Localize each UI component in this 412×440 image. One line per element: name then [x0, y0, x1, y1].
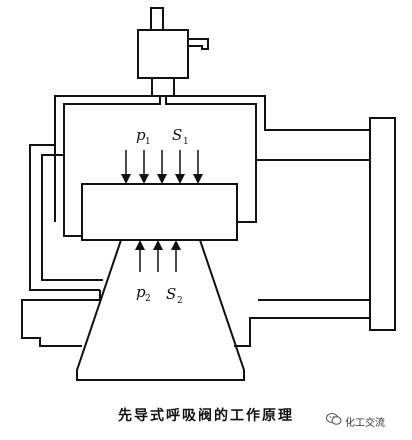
valve-disc [81, 183, 238, 241]
housing-outer-wall [54, 95, 396, 347]
pressure-arrows-top [125, 150, 199, 178]
pressure-arrowheads-bottom [135, 240, 181, 250]
pressure-arrows-bottom [139, 246, 177, 272]
pilot-body [137, 29, 189, 79]
figure-caption: 先导式呼吸阀的工作原理 [118, 408, 294, 424]
label-p1-sub: 1 [145, 137, 151, 147]
left-pilot-line-inner [41, 154, 103, 281]
watermark-text: 化工交流 [345, 418, 385, 429]
pilot-neck [151, 77, 175, 97]
seat-guide-left [63, 222, 82, 237]
inlet-nozzle [76, 239, 245, 381]
label-s1: S [172, 126, 182, 144]
label-s2: S [166, 285, 176, 303]
label-p1: p [136, 126, 146, 144]
label-p2: p [136, 283, 146, 301]
seat-guide-right [237, 160, 257, 223]
wechat-logo-icon [326, 413, 342, 425]
label-s2-sub: 2 [177, 296, 183, 306]
label-s1-sub: 1 [183, 137, 189, 147]
left-pilot-line-outer [29, 144, 100, 291]
pilot-stem [150, 7, 164, 31]
pilot-handle [188, 38, 209, 50]
housing-inner-wall [63, 96, 370, 222]
pilot-valve-icon [137, 7, 209, 97]
label-p2-sub: 2 [145, 294, 151, 304]
outlet-flange [258, 130, 371, 318]
pressure-arrowheads-top [121, 174, 203, 184]
